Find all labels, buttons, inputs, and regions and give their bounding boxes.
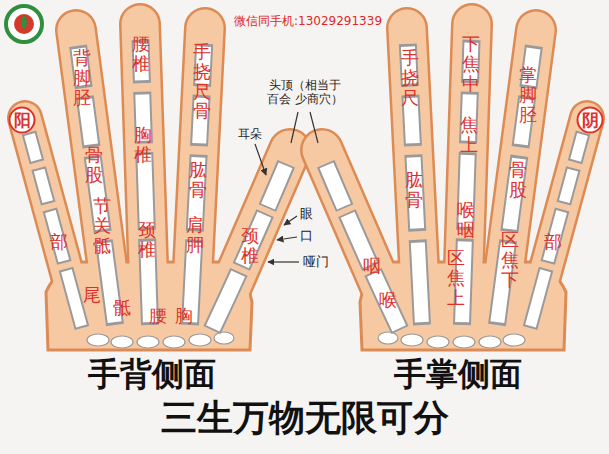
callout-label: 哑门 xyxy=(303,254,329,270)
finger-label: 肱骨 xyxy=(405,170,423,210)
callout-label: 头顶（相当于 百会 少商穴） xyxy=(265,78,344,107)
circle-text: 阴 xyxy=(582,111,599,130)
finger-label: 骨股 xyxy=(85,145,103,185)
palm-hand xyxy=(322,24,587,350)
finger-label: 区焦上 xyxy=(447,248,465,307)
callout-label: 口 xyxy=(300,228,313,244)
finger-label: 骨股 xyxy=(509,160,527,200)
finger-label: 肩胛 xyxy=(186,215,204,255)
finger-label: 下焦中 xyxy=(462,34,480,93)
back-hand xyxy=(25,24,290,350)
finger-label: 肱骨 xyxy=(189,160,207,200)
finger-label: 焦上 xyxy=(460,115,478,155)
finger-label: 骶 xyxy=(113,298,131,318)
finger-label: 手挠尺 xyxy=(401,48,419,107)
callout-label: 眼 xyxy=(300,206,313,222)
finger-label: 掌脚胫 xyxy=(519,65,537,124)
finger-label: 节关骶 xyxy=(93,196,111,255)
finger-label: 部 xyxy=(50,232,68,252)
finger-label: 胸椎 xyxy=(134,125,152,165)
finger-label: 胸 xyxy=(175,306,193,326)
leader-lines xyxy=(255,112,318,262)
finger-label: 颈椎 xyxy=(241,226,259,266)
logo xyxy=(6,6,42,42)
finger-label: 喉 xyxy=(379,290,397,310)
finger-label: 手挠尺骨 xyxy=(193,42,211,121)
caption: 三生万物无限可分 xyxy=(161,396,449,439)
contact-note: 微信同手机:13029291339 xyxy=(234,14,382,28)
finger-label: 腰椎 xyxy=(132,34,150,74)
circle-text: 阳 xyxy=(14,111,31,130)
callout-label: 耳朵 xyxy=(238,127,262,141)
side-heading: 手背侧面 xyxy=(88,355,216,393)
finger-label: 颈椎 xyxy=(138,220,156,260)
finger-label: 腰 xyxy=(149,306,167,326)
side-heading: 手掌侧面 xyxy=(394,355,522,393)
finger-label: 咽 xyxy=(363,256,381,276)
yin-yang-circle: 阳 xyxy=(8,106,36,134)
finger-label: 部 xyxy=(544,232,562,252)
finger-label: 喉咽 xyxy=(457,200,475,240)
finger-label: 尾 xyxy=(83,285,101,305)
finger-label: 背脚胫 xyxy=(73,48,91,107)
finger-label: 区焦下 xyxy=(501,230,519,289)
yin-yang-circle: 阴 xyxy=(576,106,604,134)
